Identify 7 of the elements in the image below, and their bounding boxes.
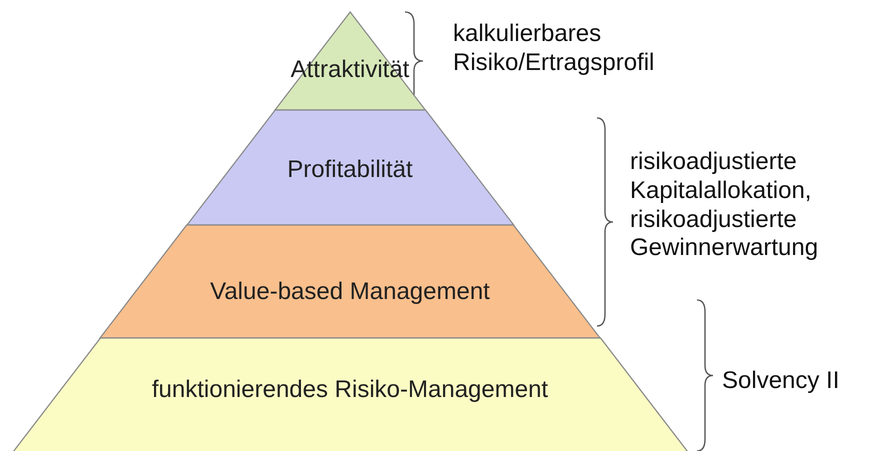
level-label: Value-based Management: [210, 278, 490, 306]
level-label: Attraktivität: [290, 56, 410, 84]
bracket-note: Solvency II: [722, 367, 840, 396]
level-label: Profitabilität: [287, 156, 413, 184]
level-label: funktionierendes Risiko-Management: [152, 376, 548, 404]
bracket-note: risikoadjustierte Kapitalallokation, risikoadjustierte Gewinnerwartung: [630, 148, 820, 264]
bracket-note: kalkulierbares Risiko/Ertragsprofil: [453, 20, 656, 78]
